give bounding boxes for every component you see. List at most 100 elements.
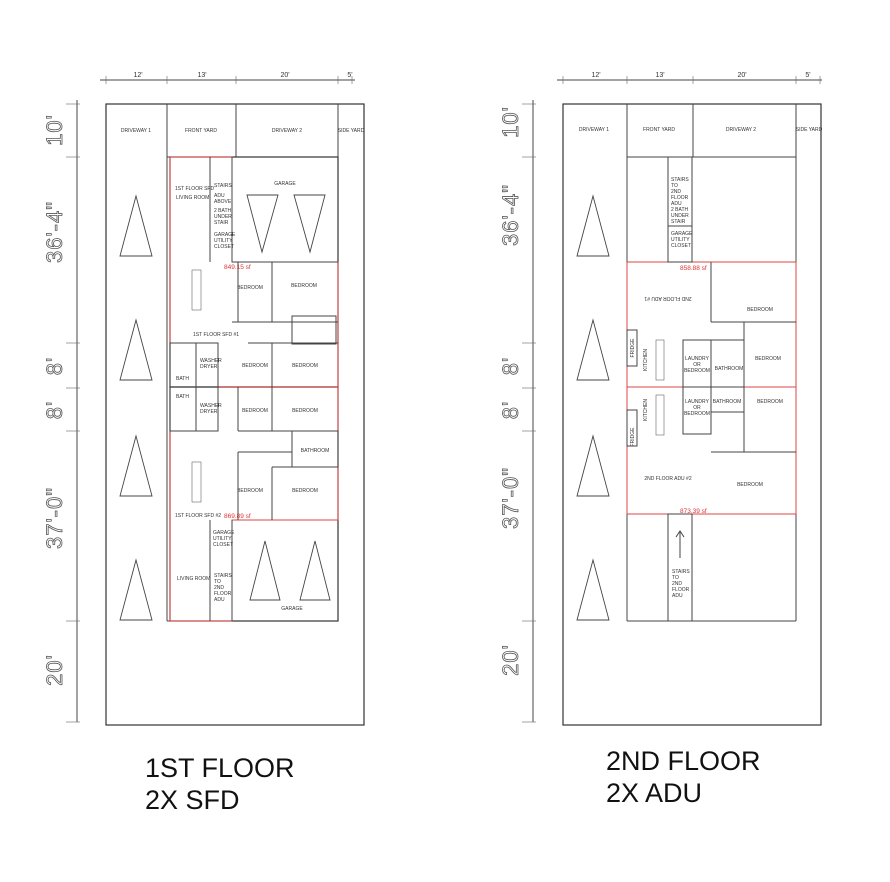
parking-triangle-icon [576, 434, 610, 497]
svg-text:GARAGE: GARAGE [213, 530, 235, 536]
kitchen-1-label: KITCHEN [643, 349, 649, 371]
right-dim-20: 20' [737, 72, 746, 79]
fridge-1-label: FRIDGE [630, 338, 636, 358]
sfd-2-label: 1ST FLOOR SFD #2 [175, 513, 221, 519]
left-side-dim-8b: 8' [42, 401, 67, 419]
svg-text:UNDER: UNDER [214, 214, 232, 220]
svg-text:2 BATH: 2 BATH [671, 207, 689, 213]
svg-text:UNDER: UNDER [671, 213, 689, 219]
fridge-2-label: FRIDGE [630, 427, 636, 447]
svg-text:ABOVE: ABOVE [214, 199, 232, 205]
left-dim-5: 5' [347, 72, 352, 79]
svg-text:2 BATH: 2 BATH [214, 208, 232, 214]
svg-text:STAIRS: STAIRS [672, 569, 690, 575]
adu-2-label: 2ND FLOOR ADU #2 [644, 476, 691, 482]
svg-text:CLOSET: CLOSET [214, 244, 234, 250]
sfd-1-title: 1ST FLOOR SFD [175, 186, 214, 192]
bedroom-d-label: BEDROOM [292, 363, 318, 369]
right-bedroom-2-label: BEDROOM [755, 356, 781, 362]
parking-triangle-icon [576, 194, 610, 257]
parking-triangle-icon [293, 194, 326, 254]
right-dim-13: 13' [655, 72, 664, 79]
right-dim-12: 12' [591, 72, 600, 79]
svg-text:TO: TO [214, 579, 221, 585]
parking-triangle-icon [246, 194, 279, 254]
living-room-1-label: LIVING ROOM [176, 195, 209, 201]
left-zone-front-yard: FRONT YARD [185, 128, 217, 134]
stairs-to-adu-right-label: STAIRS TO 2ND FLOOR ADU [672, 569, 690, 599]
right-zone-front-yard: FRONT YARD [643, 127, 675, 133]
adu-1-label: 2ND FLOOR ADU #1 [644, 295, 691, 301]
svg-text:STAIRS: STAIRS [214, 183, 232, 189]
garage-utility-closet-1-label: GARAGE UTILITY CLOSET [214, 232, 236, 250]
bath-1-label: BATH [176, 376, 189, 382]
svg-text:BEDROOM: BEDROOM [684, 411, 710, 417]
svg-text:FLOOR: FLOOR [214, 591, 232, 597]
right-side-dimensions: 10' 36'-4" 8' 8' 37'-0" 20' [498, 100, 536, 723]
svg-text:TO: TO [672, 575, 679, 581]
right-side-dim-8a: 8' [498, 357, 523, 375]
left-zone-driveway-1: DRIVEWAY 1 [121, 128, 151, 134]
svg-text:CLOSET: CLOSET [213, 542, 233, 548]
svg-text:OR: OR [693, 405, 701, 411]
bath-2-label: BATH [176, 394, 189, 400]
bedroom-f-label: BEDROOM [292, 408, 318, 414]
right-side-dim-36-4: 36'-4" [498, 184, 523, 246]
bedroom-b-label: BEDROOM [291, 283, 317, 289]
right-caption: 2ND FLOOR 2X ADU [606, 745, 761, 809]
laundry-1-label: LAUNDRY OR BEDROOM [684, 356, 710, 374]
left-side-dim-8a: 8' [42, 357, 67, 375]
left-zone-side-yard: SIDE YARD [338, 128, 365, 134]
kitchen-island [191, 461, 202, 503]
left-side-dim-37-0: 37'-0" [42, 487, 67, 549]
garage-1-label: GARAGE [274, 181, 296, 187]
kitchen-island [191, 269, 202, 311]
sfd-2-area: 869.89 sf [224, 513, 251, 520]
right-caption-line-1: 2ND FLOOR [606, 746, 761, 776]
right-zone-driveway-1: DRIVEWAY 1 [579, 127, 609, 133]
svg-text:2ND: 2ND [672, 581, 682, 587]
parking-triangle-icon [119, 434, 153, 497]
right-side-dim-8b: 8' [498, 401, 523, 419]
svg-text:2ND: 2ND [671, 189, 681, 195]
svg-text:ADU: ADU [671, 201, 682, 207]
svg-text:ADU: ADU [672, 593, 683, 599]
right-side-dim-20: 20' [498, 644, 523, 676]
left-dim-20: 20' [280, 72, 289, 79]
right-garage-utility-closet-label: GARAGE UTILITY CLOSET [671, 231, 693, 249]
svg-text:ADU: ADU [214, 193, 225, 199]
bathroom-2-label: BATHROOM [713, 399, 742, 405]
left-side-dim-10: 10' [42, 114, 67, 146]
parking-triangle-icon [299, 540, 331, 601]
right-lot-outline [562, 103, 822, 726]
right-side-dim-10: 10' [498, 106, 523, 138]
svg-text:WASHER: WASHER [200, 358, 222, 364]
left-dim-12: 12' [133, 72, 142, 79]
left-side-dim-20: 20' [42, 654, 67, 686]
parking-triangle-icon [249, 540, 281, 601]
svg-text:FLOOR: FLOOR [671, 195, 689, 201]
left-dim-13: 13' [197, 72, 206, 79]
bedroom-a-label: BEDROOM [237, 285, 263, 291]
bedroom-c-label: BEDROOM [242, 363, 268, 369]
bath-under-stair-label: 2 BATH UNDER STAIR [214, 208, 232, 226]
right-plan: 12' 13' 20' 5' 10' 36'-4" 8' 8' 37'-0" 2… [498, 72, 823, 726]
right-caption-line-2: 2X ADU [606, 778, 703, 808]
svg-text:WASHER: WASHER [200, 403, 222, 409]
right-side-dim-37-0: 37'-0" [498, 467, 523, 529]
svg-text:GARAGE: GARAGE [214, 232, 236, 238]
living-room-2-label: LIVING ROOM [177, 576, 210, 582]
washer-dryer-2-label: WASHER DRYER [200, 403, 222, 415]
garage-2-label: GARAGE [281, 606, 303, 612]
right-zone-driveway-2: DRIVEWAY 2 [726, 127, 756, 133]
bathroom-label: BATHROOM [301, 448, 330, 454]
parking-triangle-icon [119, 558, 153, 621]
svg-text:DRYER: DRYER [200, 364, 218, 370]
bedroom-g-label: BEDROOM [237, 488, 263, 494]
svg-text:FLOOR: FLOOR [672, 587, 690, 593]
kitchen-island [655, 394, 665, 436]
parking-triangle-icon [119, 194, 153, 257]
adu-1-area: 858.88 sf [680, 265, 707, 272]
svg-text:LAUNDRY: LAUNDRY [685, 356, 709, 362]
